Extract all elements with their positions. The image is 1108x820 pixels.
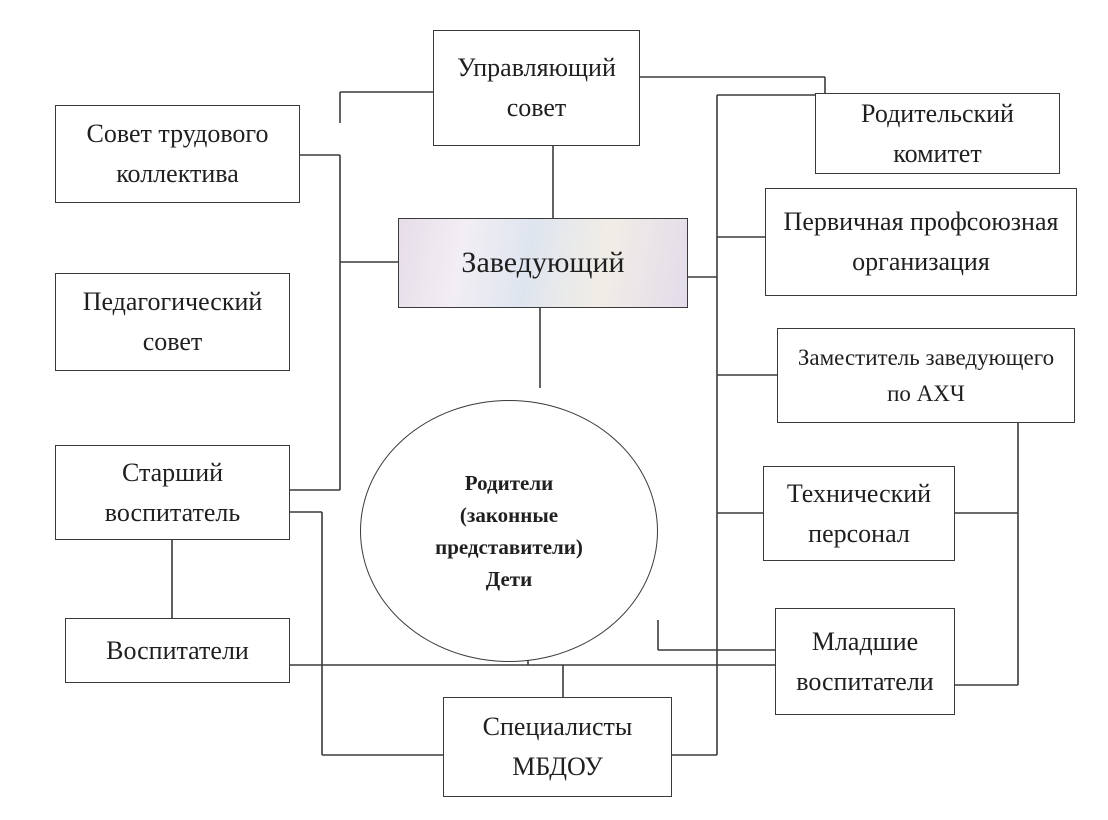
senior-educator-box: Старший воспитатель (55, 445, 290, 540)
parents-children-ellipse: Родители (законные представители) Дети (360, 400, 658, 662)
parent-committee-box: Родительский комитет (815, 93, 1060, 174)
trade-union-box: Первичная профсоюзная организация (765, 188, 1077, 296)
junior-educators-box: Младшие воспитатели (775, 608, 955, 715)
technical-staff-box: Технический персонал (763, 466, 955, 561)
educators-box: Воспитатели (65, 618, 290, 683)
deputy-head-box: Заместитель заведующего по АХЧ (777, 328, 1075, 423)
pedagogical-council-box: Педагогический совет (55, 273, 290, 371)
specialists-box: Специалисты МБДОУ (443, 697, 672, 797)
governing-council-box: Управляющий совет (433, 30, 640, 146)
labor-council-box: Совет трудового коллектива (55, 105, 300, 203)
head-box: Заведующий (398, 218, 688, 308)
